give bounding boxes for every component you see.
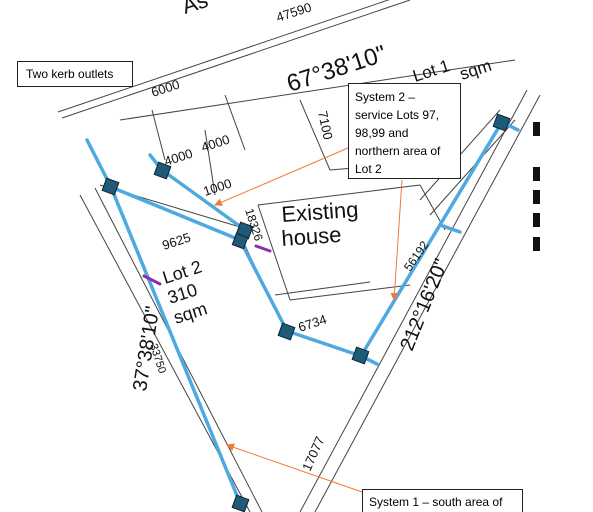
arrow-system2-to-pipe [214, 147, 349, 206]
pit-marker [231, 232, 249, 250]
dimension-9625: 9625 [160, 230, 192, 253]
north-boundary-line [119, 59, 516, 121]
street-dimension: 47590 [274, 0, 313, 25]
dimension-17077: 17077 [299, 434, 327, 473]
cropped-text-fragment [533, 167, 540, 181]
pipe-segment [109, 185, 242, 242]
callout-system2-line: System 2 – [355, 90, 416, 104]
callout-kerb-outlets: Two kerb outlets [17, 61, 133, 87]
dimension-4000-b: 4000 [199, 132, 231, 155]
pit-marker [101, 177, 120, 196]
arrow-system2-to-pit [390, 179, 403, 301]
pipe-segment [285, 329, 363, 358]
setback-line-2 [204, 129, 216, 196]
lot1-label: Lot 1 [410, 56, 452, 86]
callout-system2-line: northern area of [355, 144, 441, 158]
pit-marker [277, 322, 296, 341]
dimension-7100: 7100 [315, 110, 336, 141]
marker-tick [142, 274, 162, 286]
dimension-6734: 6734 [296, 312, 328, 335]
setback-line-3 [224, 94, 246, 151]
callout-arrows [214, 147, 403, 493]
pipe-segment [109, 185, 242, 505]
stormwater-pits [101, 113, 511, 512]
dimension-4000-a: 4000 [162, 146, 194, 169]
cropped-text-fragment [533, 213, 540, 227]
easement-line-3 [274, 281, 371, 296]
pit-marker [492, 113, 511, 132]
setback-line [151, 109, 166, 161]
house-outline-bottom [289, 284, 411, 301]
plan-annotations: As 47590 67°38'10" Lot 1 sqm 6000 7100 4… [129, 0, 494, 473]
pipe-segment [438, 223, 462, 234]
dimension-1000: 1000 [201, 176, 233, 199]
pipe-segment [160, 168, 247, 232]
cropped-text-fragment [533, 237, 540, 251]
lot1-area: sqm [457, 56, 493, 84]
callout-system1: System 1 – south area of [362, 489, 523, 512]
cropped-text-fragment [533, 122, 540, 136]
house-label-line1: Existing [281, 197, 360, 227]
house-outline-left [257, 204, 291, 301]
easement-line-2 [429, 119, 516, 216]
pit-marker [351, 346, 370, 365]
house-label-line2: house [281, 222, 343, 251]
dimension-6000: 6000 [149, 77, 181, 100]
arrow-system1-to-pipe [226, 443, 363, 493]
pipe-segment [359, 120, 504, 358]
callout-system2-line: Lot 2 [355, 162, 382, 176]
callout-system2: System 2 – service Lots 97, 98,99 and no… [348, 83, 461, 179]
street-name-fragment: As [179, 0, 211, 19]
pipe-segment [238, 238, 289, 333]
east-boundary-line [299, 89, 528, 512]
callout-system2-line: service Lots 97, [355, 108, 440, 122]
street-boundary-line [61, 0, 411, 119]
pit-marker [231, 494, 250, 512]
pit-marker [153, 161, 172, 180]
house-outline-top [257, 184, 421, 206]
street-boundary-line-2 [57, 0, 390, 113]
east-boundary-line-2 [314, 94, 541, 512]
callout-system2-line: 98,99 and [355, 126, 409, 140]
marker-tick [254, 244, 272, 253]
cropped-text-fragment [533, 190, 540, 204]
bearing-right: 212°16'20" [396, 256, 453, 354]
boundary-markers [142, 244, 272, 286]
